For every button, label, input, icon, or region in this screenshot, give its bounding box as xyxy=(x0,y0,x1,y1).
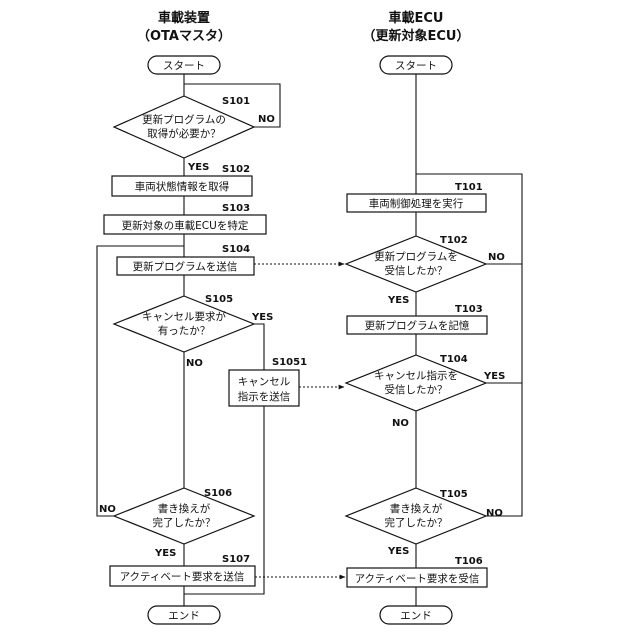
s105-no-label: NO xyxy=(186,358,203,369)
s106-decision xyxy=(114,488,254,544)
t106-step-label: T106 xyxy=(455,556,483,567)
s103-step-label: S103 xyxy=(222,203,250,214)
t101-text: 車両制御処理を実行 xyxy=(369,197,464,210)
s102-step-label: S102 xyxy=(222,164,250,175)
t104-step-label: T104 xyxy=(440,354,468,365)
s106-step-label: S106 xyxy=(204,488,232,499)
t102-yes-label: YES xyxy=(387,295,409,306)
t102-text-line2: 受信したか？ xyxy=(385,265,448,277)
s101-step-label: S101 xyxy=(222,96,250,107)
left-header-title: 車載装置 xyxy=(158,10,210,26)
t104-text-line2: 受信したか？ xyxy=(385,384,448,396)
s101-text-line1: 更新プログラムの xyxy=(142,113,226,126)
s106-no-label: NO xyxy=(99,504,116,515)
s107-text: アクティベート要求を送信 xyxy=(120,570,245,583)
s106-yes-label: YES xyxy=(154,548,176,559)
s107-step-label: S107 xyxy=(222,554,250,565)
s102-text: 車両状態情報を取得 xyxy=(135,180,230,193)
t105-step-label: T105 xyxy=(440,489,468,500)
t102-no-label: NO xyxy=(488,252,505,263)
right-end-label: エンド xyxy=(400,610,432,622)
s105-text-line2: 有ったか？ xyxy=(158,324,211,337)
t105-text-line1: 書き換えが xyxy=(390,502,443,515)
right-header-title: 車載ECU xyxy=(389,10,444,26)
s1051-text-line1: キャンセル xyxy=(238,376,291,388)
s105-text-line1: キャンセル要求が xyxy=(142,310,226,323)
t105-yes-label: YES xyxy=(387,546,409,557)
right-start-label: スタート xyxy=(395,60,437,72)
t103-text: 更新プログラムを記憶 xyxy=(365,319,470,332)
s101-yes-label: YES xyxy=(187,162,209,173)
message-arrows xyxy=(254,264,345,577)
s1051-step-label: S1051 xyxy=(272,357,307,368)
right-header-subtitle: （更新対象ECU） xyxy=(363,28,470,44)
s106-text-line1: 書き換えが xyxy=(158,502,211,515)
left-start-label: スタート xyxy=(163,60,205,72)
t105-no-label: NO xyxy=(486,508,503,519)
s103-text: 更新対象の車載ECUを特定 xyxy=(122,219,249,232)
s105-yes-label: YES xyxy=(251,312,273,323)
t104-no-label: NO xyxy=(392,418,409,429)
t106-text: アクティベート要求を受信 xyxy=(355,573,480,585)
t104-text-line1: キャンセル指示を xyxy=(374,369,458,382)
s104-step-label: S104 xyxy=(222,244,250,255)
t105-text-line2: 完了したか？ xyxy=(385,516,448,529)
t102-step-label: T102 xyxy=(440,235,468,246)
t103-step-label: T103 xyxy=(455,304,483,315)
t104-yes-label: YES xyxy=(483,371,505,382)
s105-step-label: S105 xyxy=(205,294,233,305)
s104-text: 更新プログラムを送信 xyxy=(133,260,238,273)
s101-no-label: NO xyxy=(258,114,275,125)
t101-step-label: T101 xyxy=(455,182,483,193)
s1051-text-line2: 指示を送信 xyxy=(238,390,291,403)
t102-text-line1: 更新プログラムを xyxy=(374,250,458,263)
s101-text-line2: 取得が必要か？ xyxy=(147,127,221,140)
left-end-label: エンド xyxy=(168,610,200,622)
s106-text-line2: 完了したか？ xyxy=(153,516,216,529)
left-header-subtitle: （OTAマスタ） xyxy=(137,28,231,44)
